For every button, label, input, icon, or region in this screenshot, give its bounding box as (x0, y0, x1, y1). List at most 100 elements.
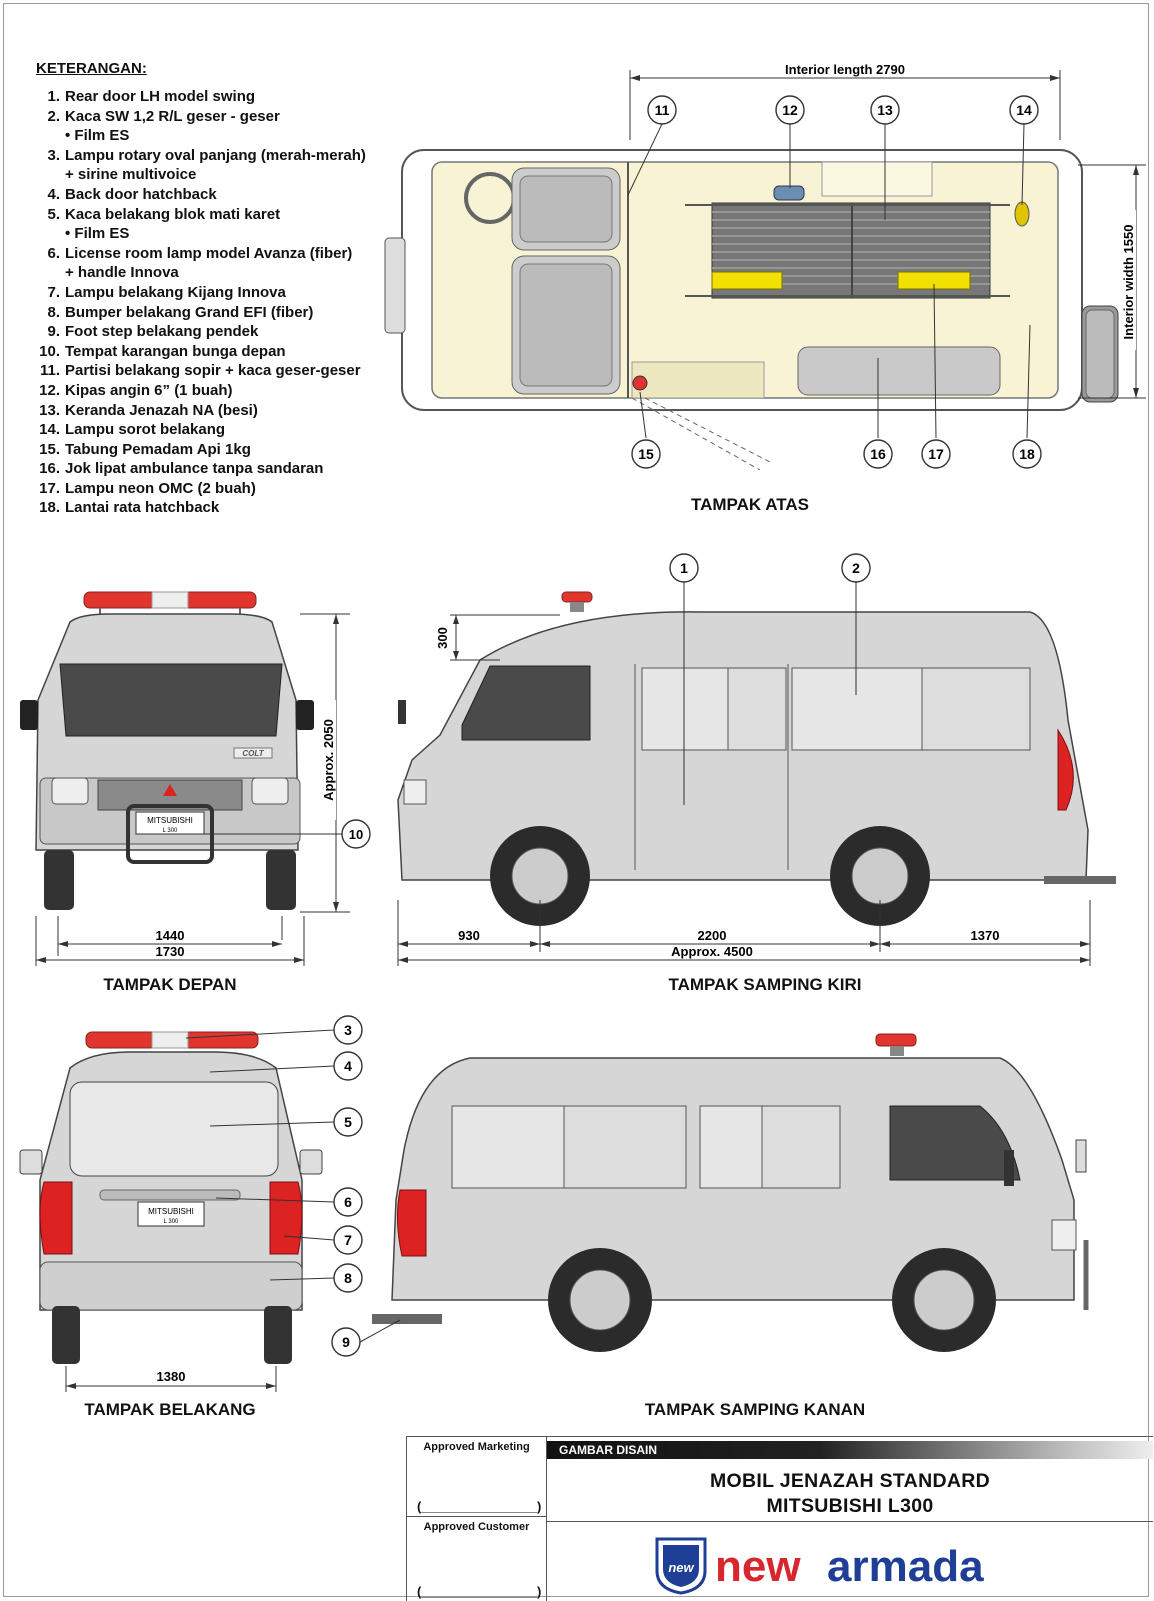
legend-item: 5. Kaca belakang blok mati karet • Film ES (36, 205, 376, 244)
approved-customer-signature: (________________) (417, 1584, 542, 1599)
legend-item: 9. Foot step belakang pendek (36, 322, 376, 342)
legend-item: 13. Keranda Jenazah NA (besi) (36, 401, 376, 421)
legend-item-subtext: + sirine multivoice (65, 166, 197, 184)
legend-item-text: Tabung Pemadam Api 1kg (65, 440, 251, 458)
legend-item-subtext: • Film ES (65, 127, 130, 145)
interior-length-label: Interior length 2790 (785, 62, 905, 77)
legend-item: 3. Lampu rotary oval panjang (merah-merah… (36, 146, 376, 185)
callout-4: 4 (344, 1058, 352, 1074)
legend-item-text: Keranda Jenazah NA (besi) (65, 401, 258, 419)
overall-length-label: Approx. 4500 (671, 944, 753, 959)
wheelbase-label: 2200 (698, 928, 727, 943)
front-track-label: 1440 (156, 928, 185, 943)
brand-armada: armada (827, 1542, 984, 1591)
legend-item-number: 15. (39, 440, 60, 458)
legend-item: 4. Back door hatchback (36, 185, 376, 205)
legend-item: 12. Kipas angin 6” (1 buah) (36, 381, 376, 401)
legend-item-number: 17. (39, 479, 60, 497)
logo-badge-text: new (668, 1560, 694, 1575)
legend-item-number: 10. (39, 342, 60, 360)
front-view: COLT MITSUBISHI L 300 Approx. 2050 10 14… (20, 591, 371, 966)
legend-item-text: Foot step belakang pendek (65, 323, 259, 341)
legend-item-number: 3. (47, 146, 60, 164)
callout-13: 13 (877, 102, 893, 118)
callout-3: 3 (344, 1022, 352, 1038)
drawing-title-line2: MITSUBISHI L300 (766, 1495, 934, 1517)
callout-7: 7 (344, 1232, 352, 1248)
caption-right-view: TAMPAK SAMPING KANAN (644, 1400, 866, 1419)
legend-item-number: 11. (39, 362, 60, 380)
legend-item: 16. Jok lipat ambulance tanpa sandaran (36, 459, 376, 479)
legend-item-text: Lampu belakang Kijang Innova (65, 283, 286, 301)
legend-item-text: Bumper belakang Grand EFI (fiber) (65, 303, 314, 321)
caption-top-view: TAMPAK ATAS (690, 495, 810, 514)
caption-front-view: TAMPAK DEPAN (103, 975, 237, 994)
legend-item-subtext: + handle Innova (65, 264, 179, 282)
legend-item: 6. License room lamp model Avanza (fiber)… (36, 244, 376, 283)
legend-item-text: Partisi belakang sopir + kaca geser-gese… (65, 362, 361, 380)
roof-raise-label: 300 (435, 627, 450, 649)
legend-item-number: 16. (39, 460, 60, 478)
colt-badge: COLT (242, 749, 264, 758)
legend-item-number: 6. (47, 244, 60, 262)
drawing-frame (3, 3, 1149, 1597)
brand-logo: new new armada (655, 1537, 984, 1595)
callout-17: 17 (928, 446, 944, 462)
legend-item-text: Back door hatchback (65, 185, 217, 203)
legend-item-text: Kaca SW 1,2 R/L geser - geser (65, 107, 280, 125)
top-view: Interior length 2790 Interior width 1550 (384, 60, 1146, 470)
caption-left-view: TAMPAK SAMPING KIRI (668, 975, 862, 994)
approved-marketing-box: Approved Marketing (________________) (407, 1437, 547, 1517)
rear-overhang-label: 1370 (971, 928, 1000, 943)
title-divider (547, 1521, 1153, 1522)
left-side-view: 300 1 2 930 2200 1370 Approx. 4500 (397, 553, 1116, 966)
front-plate: MITSUBISHI (147, 816, 193, 825)
legend-item-number: 4. (47, 185, 60, 203)
callout-5: 5 (344, 1114, 352, 1130)
callout-15: 15 (638, 446, 654, 462)
legend-heading: KETERANGAN: (36, 60, 147, 77)
right-side-view: 9 (331, 1033, 1089, 1357)
callout-8: 8 (344, 1270, 352, 1286)
legend-item-text: Tempat karangan bunga depan (65, 342, 286, 360)
legend-item-number: 12. (39, 381, 60, 399)
approved-marketing-signature: (________________) (417, 1499, 542, 1514)
legend-item-text: Kipas angin 6” (1 buah) (65, 381, 233, 399)
legend-item: 14.Lampu sorot belakang (36, 420, 376, 440)
drawing-title: MOBIL JENAZAH STANDARD MITSUBISHI L300 (547, 1469, 1153, 1519)
callout-6: 6 (344, 1194, 352, 1210)
legend-item-number: 13. (39, 401, 60, 419)
legend-item: 10. Tempat karangan bunga depan (36, 342, 376, 362)
legend-item-text: License room lamp model Avanza (fiber) (65, 244, 353, 262)
legend-item: 8. Bumper belakang Grand EFI (fiber) (36, 303, 376, 323)
rear-plate: MITSUBISHI (148, 1207, 194, 1216)
legend-item-subtext: • Film ES (65, 225, 130, 243)
legend-item: 2.Kaca SW 1,2 R/L geser - geser• Film ES (36, 107, 376, 146)
legend-item: 17.Lampu neon OMC (2 buah) (36, 479, 376, 499)
legend-item-text: Jok lipat ambulance tanpa sandaran (65, 460, 324, 478)
title-block: Approved Marketing (________________) Ap… (406, 1436, 1153, 1601)
legend-item-number: 14. (39, 421, 60, 439)
legend-item-text: Rear door LH model swing (65, 88, 256, 105)
legend-item-number: 1. (47, 88, 60, 105)
legend-item-number: 8. (47, 303, 60, 321)
rear-plate-sub: L 300 (164, 1219, 179, 1225)
legend-item-text: Kaca belakang blok mati karet (65, 205, 281, 223)
legend-item: 15. Tabung Pemadam Api 1kg (36, 440, 376, 460)
legend-item: 18.Lantai rata hatchback (36, 498, 376, 518)
callout-18: 18 (1019, 446, 1035, 462)
legend-item-number: 5. (47, 205, 60, 223)
legend-item-number: 9. (47, 323, 60, 341)
height-label: Approx. 2050 (321, 719, 336, 801)
legend-item: 1. Rear door LH model swing (36, 87, 376, 107)
legend-item-text: Lampu rotary oval panjang (merah-merah) (65, 146, 366, 164)
legend-item-text: Lantai rata hatchback (65, 499, 220, 517)
rear-view: MITSUBISHI L 300 3 4 5 6 7 8 1380 (19, 1015, 363, 1392)
approved-customer-box: Approved Customer (________________) (407, 1517, 547, 1601)
front-overhang-label: 930 (458, 928, 480, 943)
callout-9: 9 (342, 1334, 350, 1350)
front-plate-sub: L 300 (163, 828, 178, 834)
drawing-title-line1: MOBIL JENAZAH STANDARD (710, 1470, 990, 1492)
